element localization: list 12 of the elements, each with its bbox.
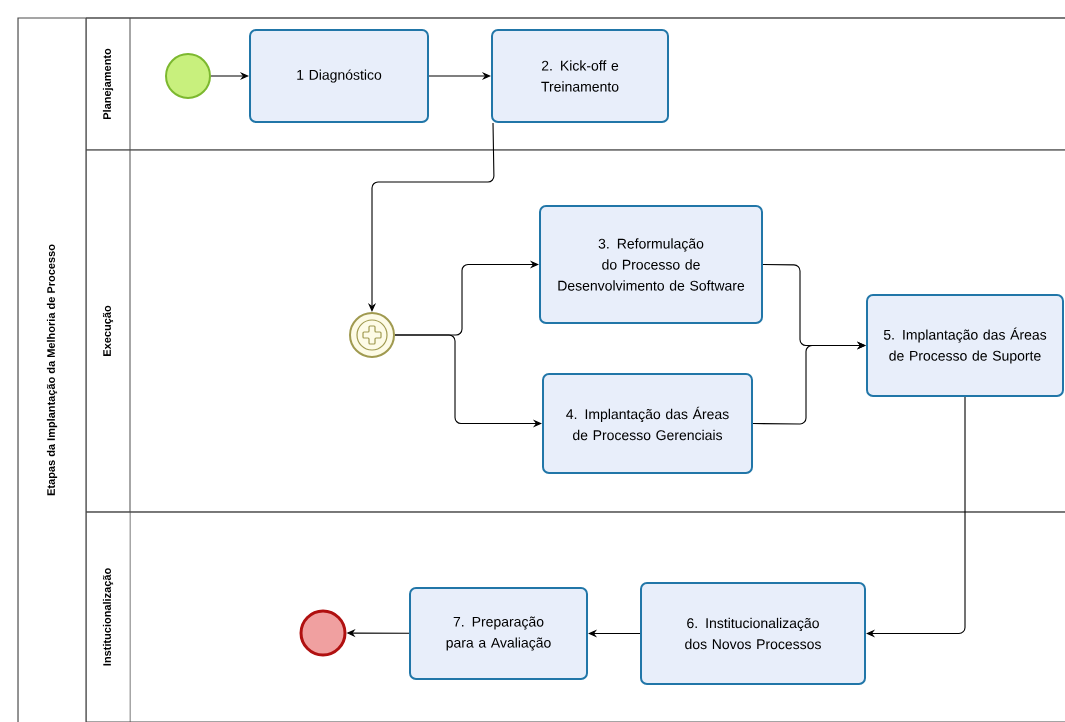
task-box: 4. Implantação das Áreas de Processo Gerenciais: [542, 373, 753, 474]
task-box: 6. Institucionalização dos Novos Processos: [640, 582, 866, 685]
task-box: 5. Implantação das Áreas de Processo de Suporte: [866, 294, 1064, 397]
start-event-circle: [165, 53, 211, 99]
task-box: 7. Preparação para a Avaliação: [409, 587, 588, 680]
task-box: 1 Diagnóstico: [249, 29, 429, 123]
task-box: 2. Kick-off e Treinamento: [491, 29, 669, 123]
arrow: [752, 341, 866, 425]
parallel-gateway: [349, 312, 395, 358]
task-box: 3. Reformulação do Processo de Desenvolvimento de Software: [539, 205, 763, 324]
arrow: [866, 396, 966, 638]
end-event-circle: [299, 609, 347, 657]
